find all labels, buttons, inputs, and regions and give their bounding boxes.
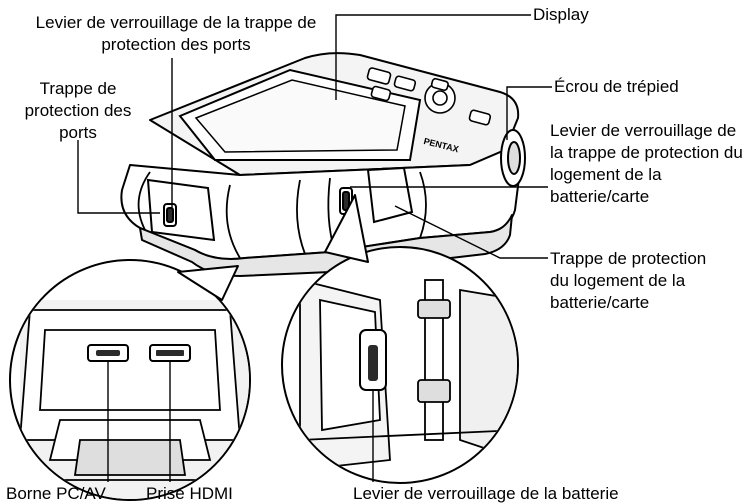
display-screen xyxy=(178,68,422,161)
camera-buttons xyxy=(366,67,492,126)
body-contours xyxy=(137,171,427,259)
tripod-socket xyxy=(500,129,526,187)
port-door xyxy=(146,178,216,242)
label-battery-door-lock-lever: Levier de verrouillage de la trappe de p… xyxy=(550,121,743,206)
label-battery-door: Trappe de protection du logement de la b… xyxy=(550,249,707,312)
label-port-door-lock-lever: Levier de verrouillage de la trappe de p… xyxy=(35,13,317,54)
ports-inset xyxy=(9,259,251,501)
label-port-door: Trappe de protection des ports xyxy=(24,79,132,142)
label-pc-av-terminal: Borne PC/AV xyxy=(6,484,106,503)
leader-lines xyxy=(77,14,552,482)
label-display: Display xyxy=(533,5,589,24)
label-hdmi-port: Prise HDMI xyxy=(146,484,233,503)
battery-inset xyxy=(281,194,519,484)
label-battery-lock-lever: Levier de verrouillage de la batterie xyxy=(353,484,619,503)
label-tripod-socket: Écrou de trépied xyxy=(554,77,679,96)
